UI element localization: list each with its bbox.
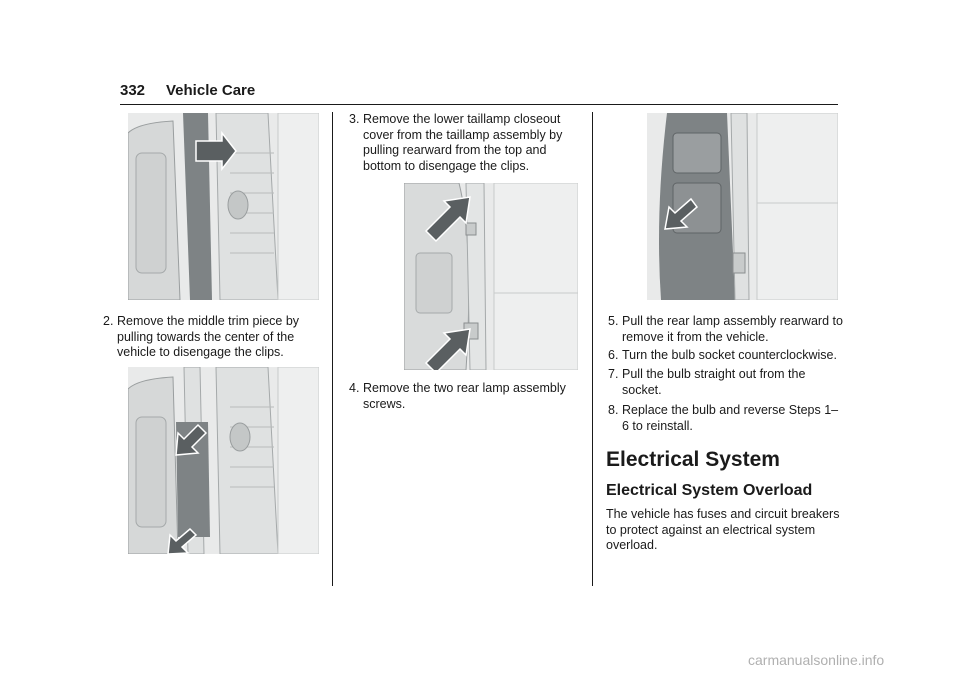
step-8: 8. Replace the bulb and reverse Steps 1–… xyxy=(608,403,843,434)
step-6: 6. Turn the bulb socket counterclockwise… xyxy=(608,348,843,364)
column-divider-right xyxy=(592,112,593,586)
watermark: carmanualsonline.info xyxy=(748,652,885,668)
step-text: Turn the bulb socket counterclockwise. xyxy=(622,348,837,362)
overload-paragraph: The vehicle has fuses and circuit breake… xyxy=(606,507,840,552)
step-text: Remove the two rear lamp assembly screws… xyxy=(363,381,566,411)
step-3: 3. Remove the lower taillamp closeout co… xyxy=(349,112,584,174)
step-text: Pull the bulb straight out from the sock… xyxy=(622,367,806,397)
step-text: Remove the middle trim piece by pulling … xyxy=(117,314,300,359)
column-divider-left xyxy=(332,112,333,586)
subsection-heading: Electrical System Overload xyxy=(606,482,813,499)
figure-middle-trim-arrows xyxy=(128,367,319,554)
step-5: 5. Pull the rear lamp assembly rearward … xyxy=(608,314,843,345)
step-number: 6. xyxy=(608,348,619,362)
section-heading: Electrical System xyxy=(606,448,780,471)
step-text: Remove the lower taillamp closeout cover… xyxy=(363,112,563,173)
section-title: Vehicle Care xyxy=(166,82,256,99)
step-number: 7. xyxy=(608,367,619,381)
figure-trim-piece xyxy=(128,113,319,300)
step-text: Pull the rear lamp assembly rearward to … xyxy=(622,314,843,344)
step-7: 7. Pull the bulb straight out from the s… xyxy=(608,367,843,398)
figure-closeout-cover xyxy=(404,183,578,370)
page-header: 332 Vehicle Care xyxy=(120,82,838,105)
step-number: 3. xyxy=(349,112,360,126)
figure-rear-lamp-assembly xyxy=(647,113,838,300)
step-number: 2. xyxy=(103,314,114,328)
step-2: 2. Remove the middle trim piece by pulli… xyxy=(103,314,325,361)
step-text: Replace the bulb and reverse Steps 1–6 t… xyxy=(622,403,839,433)
page-number: 332 xyxy=(120,82,146,99)
step-number: 4. xyxy=(349,381,360,395)
step-4: 4. Remove the two rear lamp assembly scr… xyxy=(349,381,584,412)
step-number: 5. xyxy=(608,314,619,328)
step-number: 8. xyxy=(608,403,619,417)
